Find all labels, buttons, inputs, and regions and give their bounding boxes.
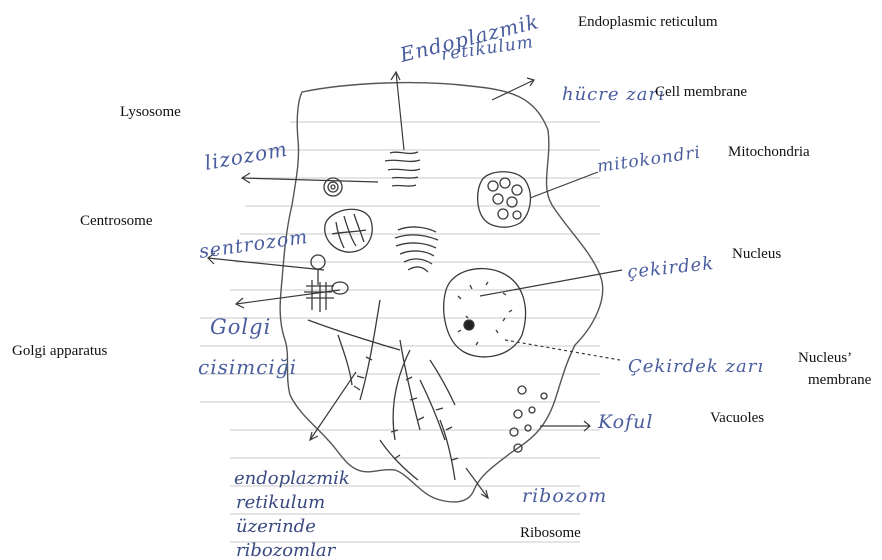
hw-cekirdek-zari: Çekirdek zarı <box>628 356 764 377</box>
rough-er-shape <box>307 299 459 481</box>
hw-cekirdek: çekirdek <box>626 253 715 283</box>
label-lysosome: Lysosome <box>120 104 181 120</box>
hw-golgi-1: Golgi <box>210 315 271 339</box>
nucleolus <box>463 319 475 331</box>
hw-er-ribo-3: üzerinde <box>236 516 316 537</box>
nucleus-shape <box>443 268 527 358</box>
coiled-organelle <box>394 226 439 273</box>
mitochondrion-right <box>476 171 532 228</box>
ruled-lines <box>200 121 600 543</box>
hw-mitokondri: mitokondri <box>596 143 702 177</box>
hw-er-ribo-1: endoplazmik <box>234 468 350 489</box>
vacuoles-shape <box>509 385 548 453</box>
label-centrosome: Centrosome <box>80 213 153 229</box>
mitochondrion-left <box>324 208 373 253</box>
label-mitochondria: Mitochondria <box>728 144 810 160</box>
centrosome-shape <box>304 254 349 312</box>
label-golgi-apparatus: Golgi apparatus <box>12 343 108 359</box>
label-nucleus-membrane-1: Nucleus’ <box>798 350 853 366</box>
label-nucleus-membrane-2: membrane <box>808 372 872 388</box>
cell-membrane-outline <box>279 81 604 503</box>
hw-sentrozom: sentrozom <box>198 226 310 263</box>
er-shape-top <box>384 151 421 187</box>
arrows <box>207 70 623 500</box>
label-ribosome: Ribosome <box>520 525 581 541</box>
hw-er-ribo-4: ribozomlar <box>236 540 337 560</box>
hw-koful: Koful <box>597 411 653 433</box>
hw-ribozom: ribozom <box>522 485 607 507</box>
lysosome-shape <box>323 177 343 197</box>
hw-lizozom: lizozom <box>203 137 290 175</box>
label-nucleus: Nucleus <box>732 246 782 262</box>
label-cell-membrane: Cell membrane <box>655 84 748 100</box>
label-endoplasmic-reticulum: Endoplasmic reticulum <box>578 14 718 30</box>
hw-er-ribo-2: retikulum <box>236 492 325 513</box>
hw-hucre-zari: hücre zarı <box>562 84 665 105</box>
hw-golgi-2: cisimciği <box>198 355 297 379</box>
label-vacuoles: Vacuoles <box>710 410 765 426</box>
